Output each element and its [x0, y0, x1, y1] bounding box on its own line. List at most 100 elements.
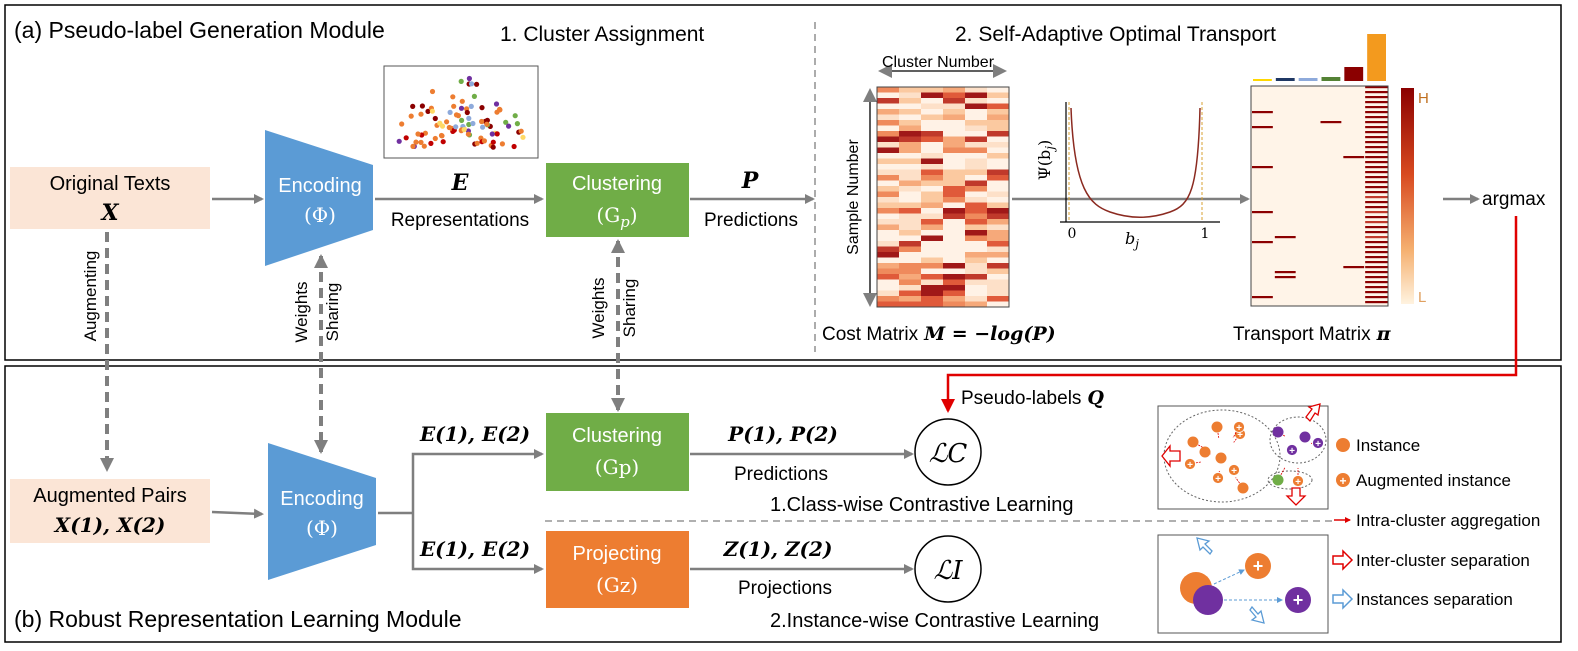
cost-matrix-cell	[899, 103, 921, 110]
cost-matrix-cell	[943, 241, 965, 247]
color-scale-high: H	[1418, 90, 1429, 107]
cost-matrix-cell	[965, 301, 987, 308]
cost-matrix-cell	[965, 158, 987, 165]
cost-matrix-cell	[899, 180, 921, 187]
transport-matrix-mark	[1365, 151, 1388, 154]
cost-matrix-cell	[899, 213, 921, 220]
loss-c-circle	[914, 418, 982, 486]
color-scale-bar	[1401, 88, 1414, 304]
plus-icon: +	[1293, 590, 1304, 610]
cost-matrix-cell	[965, 164, 987, 170]
cost-matrix-cell	[987, 301, 1009, 308]
augmented-instance	[1312, 437, 1324, 449]
transport-matrix-mark	[1365, 296, 1388, 299]
scatter-point	[428, 140, 434, 146]
scatter-point	[474, 81, 480, 87]
transport-matrix-mark	[1365, 201, 1388, 204]
cost-matrix-cell	[987, 191, 1009, 198]
cost-matrix-cell	[943, 263, 965, 269]
cost-matrix-cell	[899, 230, 921, 236]
cost-matrix-cell	[943, 290, 965, 297]
cost-matrix-cell	[987, 120, 1009, 126]
cost-matrix-cell	[965, 208, 987, 214]
scatter-point	[466, 115, 472, 121]
cost-matrix-cell	[877, 158, 899, 165]
cost-matrix-cell	[921, 230, 943, 236]
scatter-point	[493, 101, 500, 107]
instance	[1272, 426, 1284, 438]
module-b-frame	[4, 365, 1562, 643]
cost-matrix-cell	[921, 186, 943, 192]
cost-matrix-cell	[987, 246, 1009, 253]
cost-matrix-cell	[943, 213, 965, 220]
prediction-symbol: P	[741, 168, 760, 194]
cost-matrix-cell	[899, 98, 921, 104]
transport-matrix-mark	[1365, 166, 1388, 169]
cost-matrix-cell	[921, 103, 943, 110]
cost-matrix-cell	[987, 164, 1009, 170]
instance-wise-illustration-content: ++	[1180, 537, 1311, 624]
scatter-point	[437, 120, 443, 126]
cost-matrix-cell	[899, 268, 921, 275]
original-texts-box	[10, 167, 210, 229]
cost-matrix-cell	[965, 109, 987, 115]
cost-matrix-cell	[987, 235, 1009, 242]
cost-matrix-cell	[965, 147, 987, 154]
cluster-size-bar	[1367, 34, 1386, 81]
cost-matrix-cell	[899, 131, 921, 137]
scatter-point	[481, 138, 487, 144]
instance	[1193, 585, 1223, 615]
scatter-point	[468, 103, 474, 109]
plus-icon: +	[1187, 460, 1193, 471]
cost-matrix-cell	[965, 142, 987, 148]
cost-matrix-cell	[987, 92, 1009, 99]
cost-matrix-cell	[877, 213, 899, 220]
psi-axis-variable: bj	[1125, 229, 1139, 251]
transport-matrix-mark	[1365, 241, 1388, 244]
legend-inter-marker-icon	[1332, 549, 1354, 571]
scatter-point	[413, 139, 419, 145]
legend-inter: Inter-cluster separation	[1356, 551, 1530, 570]
cost-matrix-cell	[921, 158, 943, 165]
transport-matrix-mark	[1365, 191, 1388, 194]
cost-matrix-cell	[987, 131, 1009, 137]
scatter-point	[418, 111, 424, 117]
argmax-label: argmax	[1482, 189, 1546, 210]
instance	[1215, 452, 1227, 464]
scatter-point	[458, 105, 465, 111]
cost-matrix-cell	[943, 197, 965, 203]
transport-matrix-mark	[1365, 196, 1388, 199]
cost-matrix-cell	[965, 131, 987, 137]
cost-matrix-cell	[987, 224, 1009, 231]
cost-matrix-cell	[965, 175, 987, 181]
cost-matrix-cell	[899, 87, 921, 93]
step2-title: 2. Self-Adaptive Optimal Transport	[955, 23, 1276, 46]
cost-matrix-cell	[877, 197, 899, 203]
scatter-point	[465, 131, 471, 137]
cost-matrix-cell	[899, 158, 921, 165]
transport-matrix-mark	[1365, 231, 1388, 234]
cost-matrix-cell	[965, 268, 987, 275]
cost-matrix-cell	[921, 87, 943, 93]
cost-matrix-cell	[965, 213, 987, 220]
cost-matrix-cell	[899, 279, 921, 286]
cost-matrix-cell	[877, 87, 899, 93]
original-texts-label: Original Texts	[50, 173, 171, 195]
cost-matrix-cell	[921, 208, 943, 214]
scatter-point	[421, 143, 427, 149]
prediction-pair: P(1), P(2)	[727, 422, 838, 446]
plus-icon: +	[1289, 446, 1295, 457]
cost-matrix-cell	[943, 235, 965, 242]
cluster-number-label: Cluster Number	[882, 54, 995, 71]
augmented-instance	[1228, 464, 1240, 476]
cost-matrix-cell	[921, 125, 943, 132]
cost-matrix-cell	[877, 219, 899, 225]
cost-matrix-cell	[987, 290, 1009, 297]
cost-matrix-cell	[943, 109, 965, 115]
scatter-point	[453, 124, 459, 130]
cost-matrix-cell	[943, 257, 965, 264]
cost-matrix-cell	[877, 103, 899, 110]
cost-matrix-cell	[921, 213, 943, 220]
cost-matrix-cell	[877, 147, 899, 154]
